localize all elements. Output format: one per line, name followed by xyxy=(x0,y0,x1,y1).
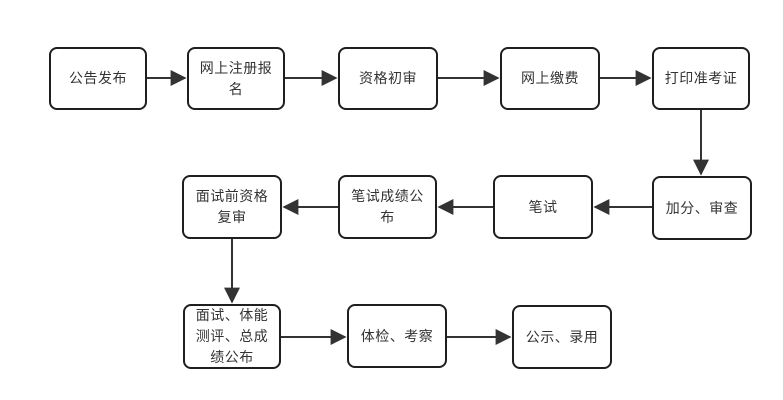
flow-node-written-exam: 笔试 xyxy=(493,175,593,239)
flow-node-online-payment: 网上缴费 xyxy=(500,47,600,110)
flow-node-online-registration: 网上注册报名 xyxy=(187,47,285,110)
flow-node-medical-inspection: 体检、考察 xyxy=(347,304,447,368)
flow-node-interview-fitness-total: 面试、体能测评、总成绩公布 xyxy=(183,304,281,369)
flow-node-initial-qualification: 资格初审 xyxy=(338,47,438,110)
flow-node-pre-interview-recheck: 面试前资格复审 xyxy=(182,175,282,239)
flow-node-written-exam-results: 笔试成绩公布 xyxy=(338,175,437,239)
flow-node-bonus-points-review: 加分、审查 xyxy=(652,176,752,240)
flow-node-publicity-employment: 公示、录用 xyxy=(512,305,612,369)
flow-node-announcement: 公告发布 xyxy=(49,47,147,110)
flow-node-print-admission-ticket: 打印准考证 xyxy=(652,47,750,110)
